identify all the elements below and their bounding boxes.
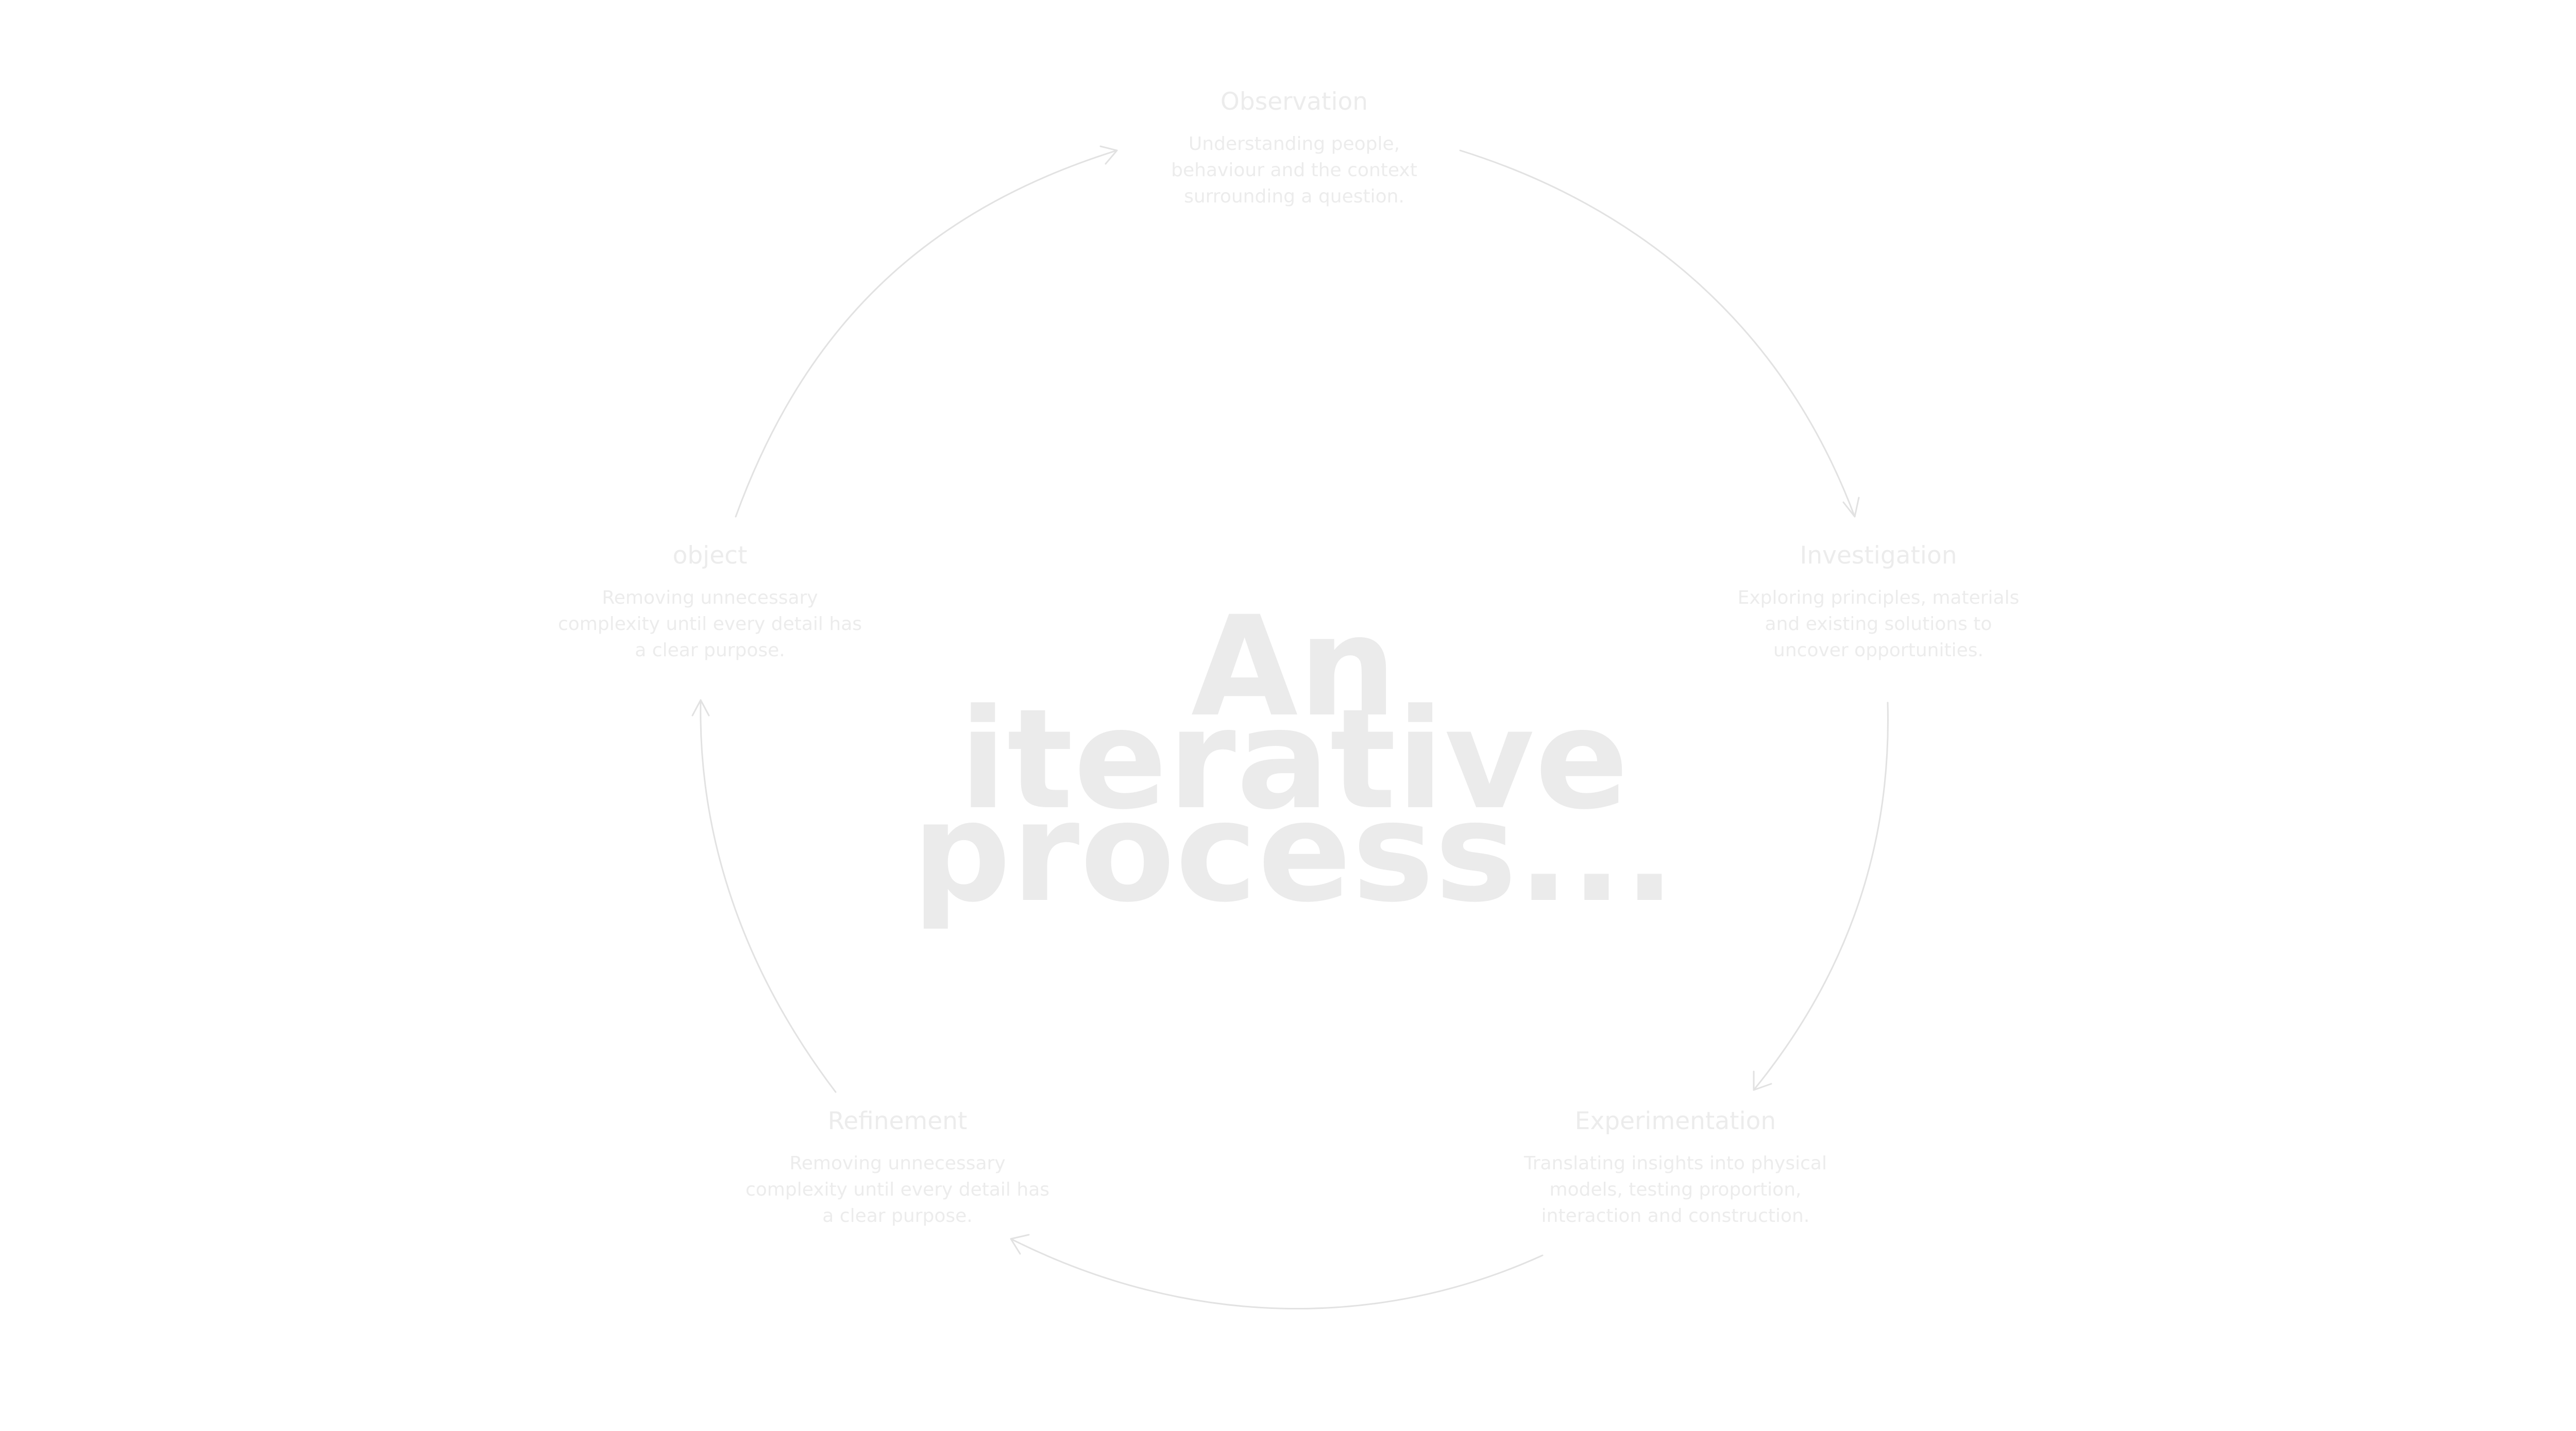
stage-investigation-title: Investigation xyxy=(1800,541,1957,570)
diagram-heading: An iterative process... xyxy=(908,587,1681,933)
stage-observation-description: Understanding people, behaviour and the … xyxy=(1171,133,1417,207)
stage-experimentation-title: Experimentation xyxy=(1574,1107,1776,1135)
stage-investigation-description: Exploring principles, materials and exis… xyxy=(1737,587,2020,661)
connector-observation-to-investigation xyxy=(1459,149,1860,518)
stage-experimentation: Experimentation Translating insights int… xyxy=(1500,1106,1851,1229)
heading-line-2: process... xyxy=(912,772,1676,933)
stage-refinement: Refinement Removing unnecessary complexi… xyxy=(722,1106,1073,1229)
connector-refinement-to-object xyxy=(691,699,837,1093)
stage-object-description: Removing unnecessary complexity until ev… xyxy=(557,587,862,661)
connector-object-to-observation xyxy=(735,145,1118,518)
stage-refinement-title: Refinement xyxy=(827,1107,968,1135)
stage-refinement-description: Removing unnecessary complexity until ev… xyxy=(745,1153,1050,1226)
connector-experimentation-to-refinement xyxy=(1010,1234,1544,1310)
stage-observation-title: Observation xyxy=(1220,88,1368,116)
stage-object: object Removing unnecessary complexity u… xyxy=(535,540,885,663)
stage-investigation: Investigation Exploring principles, mate… xyxy=(1714,540,2043,663)
stage-observation: Observation Understanding people, behavi… xyxy=(1150,87,1438,210)
stage-object-title: object xyxy=(672,541,748,570)
connector-investigation-to-experimentation xyxy=(1753,702,1889,1091)
stage-experimentation-description: Translating insights into physical model… xyxy=(1524,1153,1827,1226)
heading-line-1: An iterative xyxy=(959,587,1630,840)
